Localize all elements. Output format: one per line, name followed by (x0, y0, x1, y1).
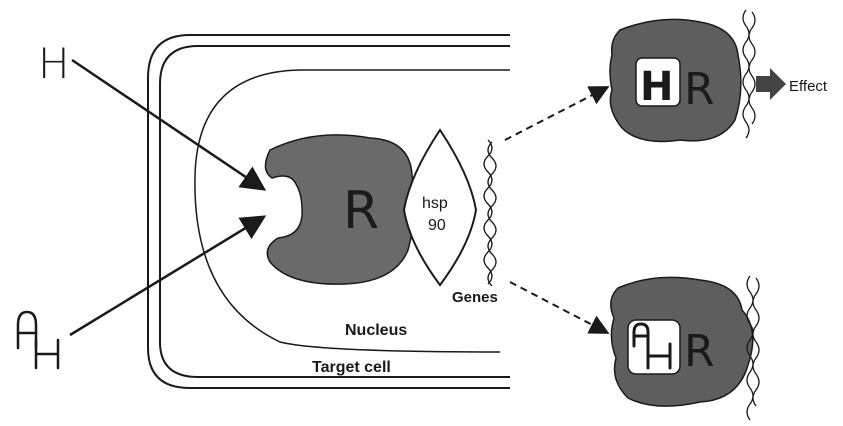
effect-arrow-icon (756, 68, 786, 100)
activation-dashed-arrow (505, 88, 606, 140)
target-cell-label: Target cell (312, 359, 391, 376)
nucleus-label: Nucleus (345, 322, 407, 339)
antagonism-dashed-arrow (510, 282, 606, 332)
hsp90-chaperone: hsp 90 (404, 130, 476, 285)
hormone-label: H (38, 39, 70, 88)
antagonist-arrow (70, 218, 262, 335)
antagonist-receptor-complex: R (611, 276, 759, 420)
complex-receptor-label-top: R (684, 64, 715, 115)
hormone-symbol: H (38, 39, 70, 88)
hsp-number-label: 90 (428, 217, 446, 234)
antagonist-symbol (18, 312, 58, 368)
genes-label: Genes (452, 289, 498, 306)
receptor: R (265, 135, 414, 284)
gene-dna-strand (484, 140, 496, 286)
receptor-label: R (343, 181, 379, 241)
complex-receptor-label-bottom: R (684, 326, 715, 377)
active-hormone-receptor-complex: H R Effect (610, 10, 828, 142)
hsp-label: hsp (422, 195, 448, 212)
effect-label: Effect (789, 78, 828, 95)
bound-hormone-label: H (640, 64, 673, 110)
hormone-arrow (72, 60, 262, 188)
